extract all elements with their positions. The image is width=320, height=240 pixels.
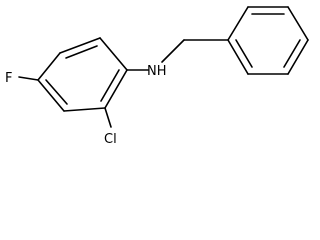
bond-ring-b-double-2 [283,39,301,68]
bond-ring-a-6 [37,52,61,81]
bond-ring-a-double-3 [45,79,68,105]
bond-ring-b-1 [227,6,249,41]
fluorine-label: F [5,71,12,86]
bond-ring-b-6 [227,39,249,75]
phenyl-ring [227,6,309,75]
bond-ring-b-3 [287,6,309,41]
bond-c-f [18,76,39,81]
bond-c-cl [104,107,112,128]
bond-ring-a-double-1 [65,45,98,59]
bond-ring-a-4 [63,107,106,112]
chlorine-label: Cl [104,132,117,147]
amine-label: NH [147,64,167,79]
bond-ring-a-1 [59,37,101,54]
molecule-structure: F Cl NH [5,6,309,147]
aniline-ring [37,37,128,112]
bond-ring-a-3 [104,69,128,109]
bond-ring-a-5 [37,79,65,112]
bond-ring-b-4 [287,39,309,75]
bond-ring-a-double-2 [100,69,120,102]
bond-n-ch2 [161,39,185,63]
bond-ring-b-double-3 [235,39,253,68]
bond-ring-a-2 [99,37,128,71]
